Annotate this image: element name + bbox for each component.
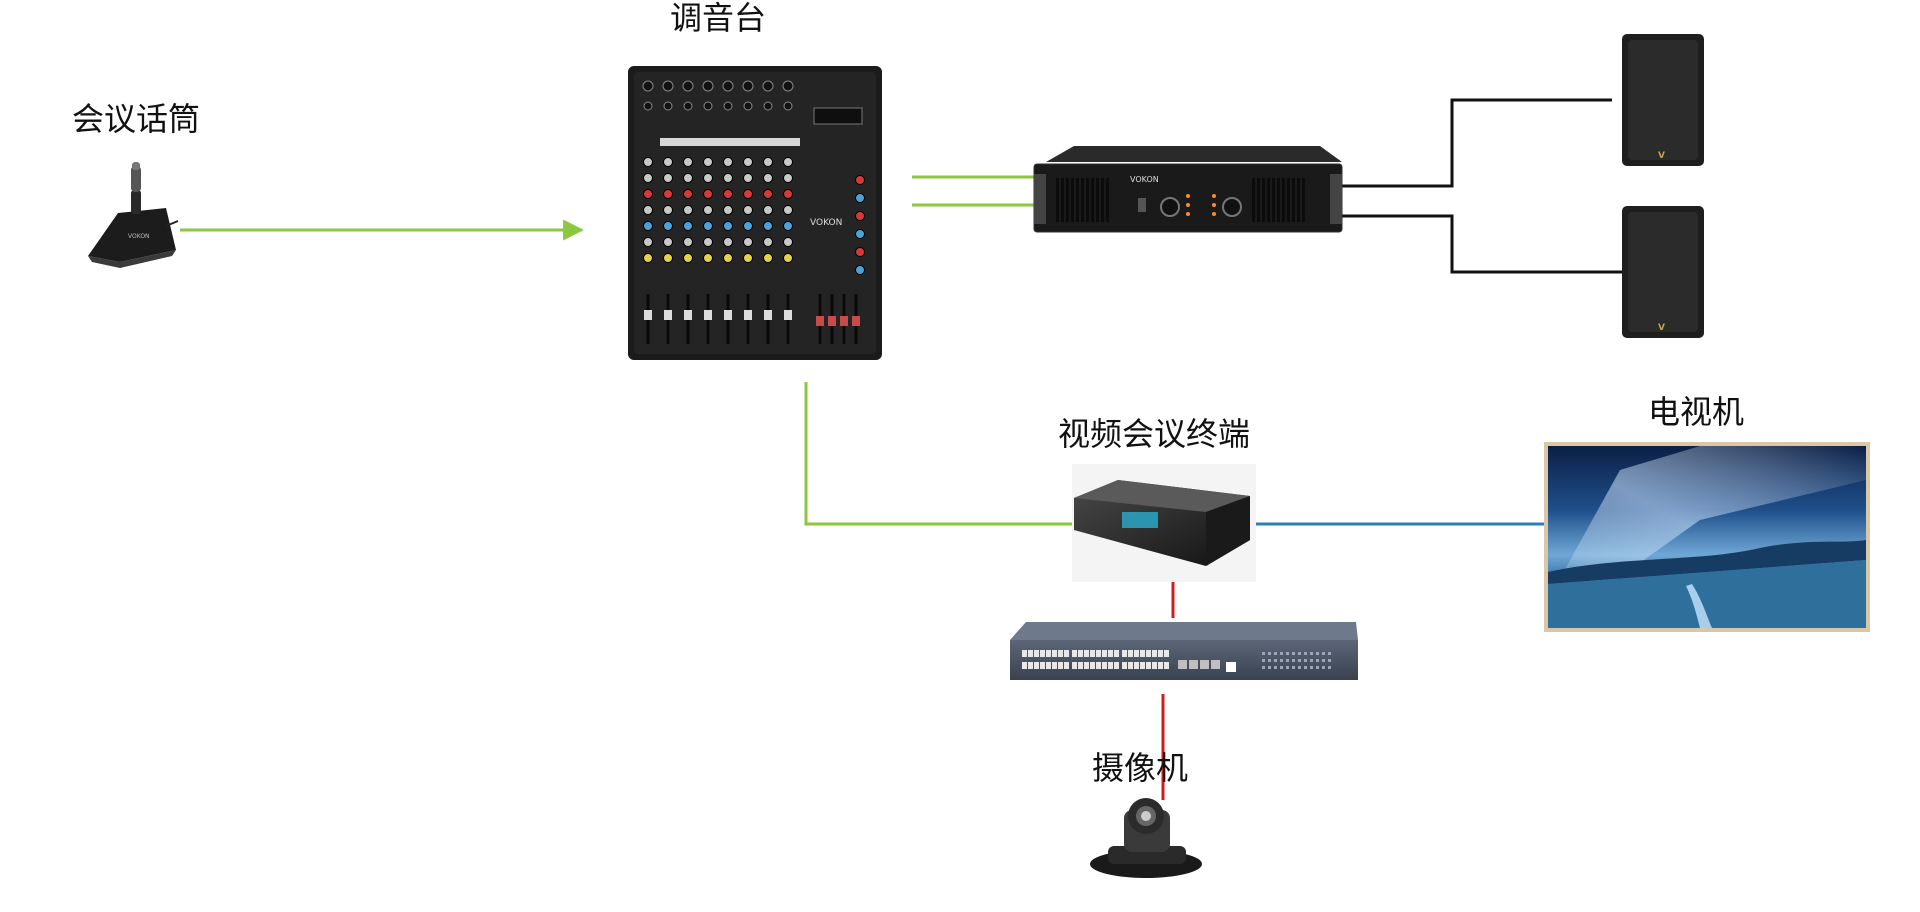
amplifier-vent-left: [1056, 178, 1109, 222]
speaker-bottom-logo: V: [1658, 323, 1665, 333]
codec-label: 视频会议终端: [1058, 415, 1251, 453]
mixer-brand-text: VOKON: [810, 218, 842, 228]
svg-text:VOKON: VOKON: [128, 233, 150, 240]
switch-ports: [1022, 650, 1331, 669]
mixer-to-codec-line: [804, 382, 1072, 526]
speaker-icon: V: [1622, 206, 1704, 338]
mixer-label: 调音台: [670, 0, 767, 37]
microphone-label: 会议话筒: [72, 100, 201, 138]
amplifier-vent-right: [1252, 178, 1305, 222]
connections: [180, 98, 1622, 800]
amplifier-brand-text: VOKON: [1130, 175, 1159, 184]
codec-icon: [1072, 464, 1256, 582]
mixer-icon: VOKON: [628, 66, 882, 360]
amplifier-icon: VOKON: [1033, 146, 1343, 233]
tv-icon: [1544, 442, 1870, 632]
amp-to-speaker-top-line: [1342, 98, 1612, 188]
tv-label: 电视机: [1648, 393, 1745, 431]
mixer-controls: [642, 80, 865, 344]
switch-icon: [1010, 622, 1358, 680]
speaker-icon: V: [1622, 34, 1704, 166]
camera-icon: [1090, 798, 1202, 878]
microphone-icon: VOKON: [88, 162, 179, 268]
amp-to-speaker-bottom-line: [1342, 214, 1622, 274]
camera-label: 摄像机: [1092, 749, 1189, 787]
speaker-top-logo: V: [1658, 151, 1665, 161]
